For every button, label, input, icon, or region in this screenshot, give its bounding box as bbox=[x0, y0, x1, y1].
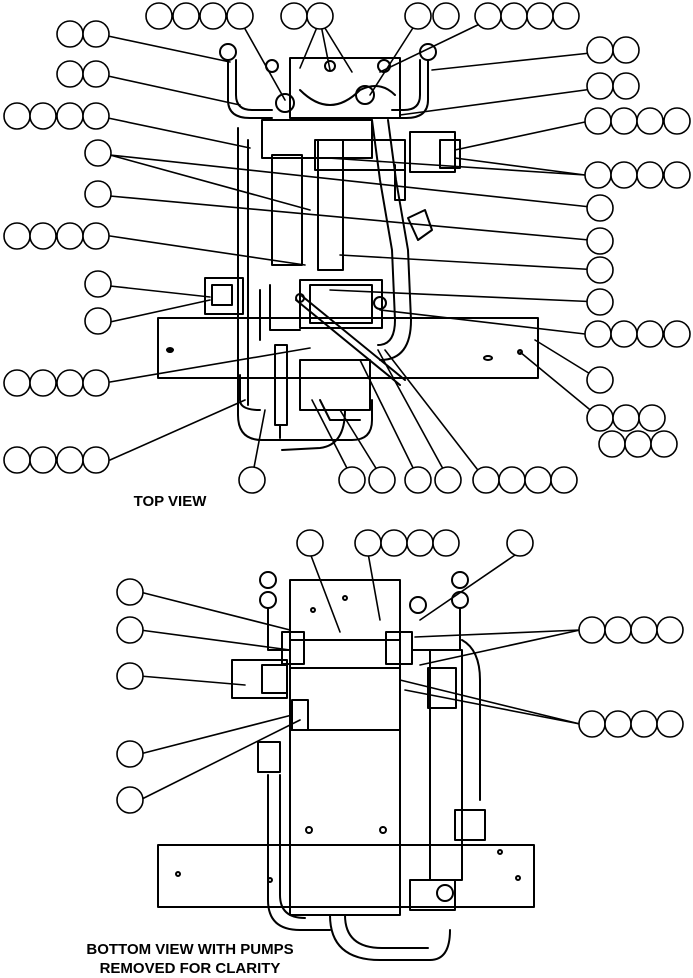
top-crossbar bbox=[157, 317, 539, 379]
bottom-hose-loop bbox=[329, 914, 451, 961]
bottom-view-callouts bbox=[116, 529, 684, 814]
top-view-drawing bbox=[157, 43, 539, 451]
top-lower-hose bbox=[281, 409, 346, 451]
bottom-view-caption-line2: REMOVED FOR CLARITY bbox=[99, 960, 281, 977]
top-long-hose bbox=[371, 119, 396, 346]
bottom-view-caption-line1: BOTTOM VIEW WITH PUMPS bbox=[86, 941, 294, 958]
top-left-hose bbox=[227, 59, 273, 119]
top-main-housing bbox=[237, 127, 373, 441]
top-view-caption: TOP VIEW bbox=[133, 493, 207, 510]
top-manifold bbox=[289, 57, 401, 119]
top-view-callouts bbox=[3, 2, 691, 494]
bottom-crossbar bbox=[157, 844, 535, 908]
top-right-hose bbox=[391, 59, 429, 119]
bottom-view-caption: BOTTOM VIEW WITH PUMPS REMOVED FOR CLARI… bbox=[40, 940, 340, 978]
bottom-view-leaders bbox=[139, 552, 581, 801]
top-lower-pump bbox=[299, 359, 371, 411]
bottom-view-drawing bbox=[157, 571, 535, 961]
bottom-main-plate bbox=[289, 579, 401, 916]
